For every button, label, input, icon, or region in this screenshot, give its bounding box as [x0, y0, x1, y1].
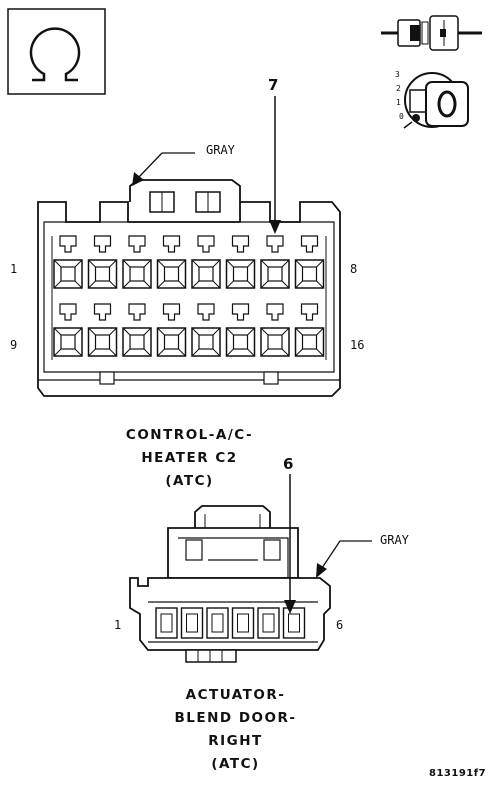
terminal-cavity — [155, 607, 178, 639]
c2-pin-callout: 7 — [268, 76, 279, 94]
c2-caption-line-2: HEATER C2 — [141, 450, 238, 466]
ignition-position-labels: 3 2 1 0 — [395, 68, 404, 124]
c2-caption-line-3: (ATC) — [165, 473, 214, 489]
actuator-terminal-row — [155, 607, 306, 639]
terminal-cavity — [191, 303, 221, 357]
actuator-pin-label-1: 1 — [114, 618, 122, 632]
c2-pin-label-9: 9 — [10, 338, 18, 352]
figure-id: 813191f7 — [429, 768, 487, 779]
terminal-cavity — [260, 303, 290, 357]
terminal-row-top — [53, 235, 325, 289]
terminal-cavity — [53, 235, 83, 289]
terminal-cavity — [53, 303, 83, 357]
terminal-row-bottom — [53, 303, 325, 357]
actuator-wire-color-label: GRAY — [380, 533, 409, 547]
c2-caption: CONTROL-A/C- HEATER C2 (ATC) — [0, 424, 437, 493]
terminal-cavity — [122, 303, 152, 357]
ignition-position-2: 2 — [396, 84, 401, 93]
terminal-cavity — [294, 235, 325, 289]
actuator-caption: ACTUATOR- BLEND DOOR- RIGHT (ATC) — [0, 684, 483, 776]
actuator-pin-6-arrow — [284, 474, 296, 614]
terminal-cavity — [191, 235, 221, 289]
c2-caption-line-1: CONTROL-A/C- — [125, 427, 254, 443]
ohm-meter-icon — [7, 8, 106, 95]
actuator-caption-line-2: BLEND DOOR- — [174, 710, 297, 726]
ignition-position-1: 1 — [396, 98, 401, 107]
terminal-cavity — [87, 235, 118, 289]
terminal-cavity — [231, 607, 255, 639]
terminal-cavity — [206, 607, 229, 639]
terminal-cavity — [282, 607, 306, 639]
terminal-cavity — [225, 303, 256, 357]
terminal-cavity — [156, 303, 187, 357]
terminal-cavity — [122, 235, 152, 289]
ignition-key-icon — [403, 72, 469, 129]
c2-pin-label-1: 1 — [10, 262, 18, 276]
terminal-cavity — [156, 235, 187, 289]
c2-pin-7-arrow — [269, 96, 281, 234]
terminal-cavity — [180, 607, 204, 639]
connector-plug-icon — [381, 15, 482, 51]
actuator-caption-line-1: ACTUATOR- — [185, 687, 286, 703]
connector-c2 — [37, 179, 341, 397]
c2-wire-color-callout — [132, 152, 195, 186]
actuator-caption-line-4: (ATC) — [211, 756, 260, 772]
ignition-position-0: 0 — [399, 112, 404, 121]
ignition-position-3: 3 — [395, 70, 400, 79]
actuator-wire-color-callout — [316, 540, 372, 578]
c2-wire-color-label: GRAY — [206, 143, 235, 157]
c2-pin-label-8: 8 — [350, 262, 358, 276]
actuator-caption-line-3: RIGHT — [208, 733, 263, 749]
terminal-cavity — [294, 303, 325, 357]
terminal-cavity — [257, 607, 280, 639]
terminal-cavity — [87, 303, 118, 357]
connector-actuator — [129, 505, 331, 663]
terminal-cavity — [225, 235, 256, 289]
actuator-pin-callout: 6 — [283, 455, 294, 473]
c2-pin-label-16: 16 — [350, 338, 365, 352]
actuator-pin-label-6: 6 — [336, 618, 344, 632]
terminal-cavity — [260, 235, 290, 289]
